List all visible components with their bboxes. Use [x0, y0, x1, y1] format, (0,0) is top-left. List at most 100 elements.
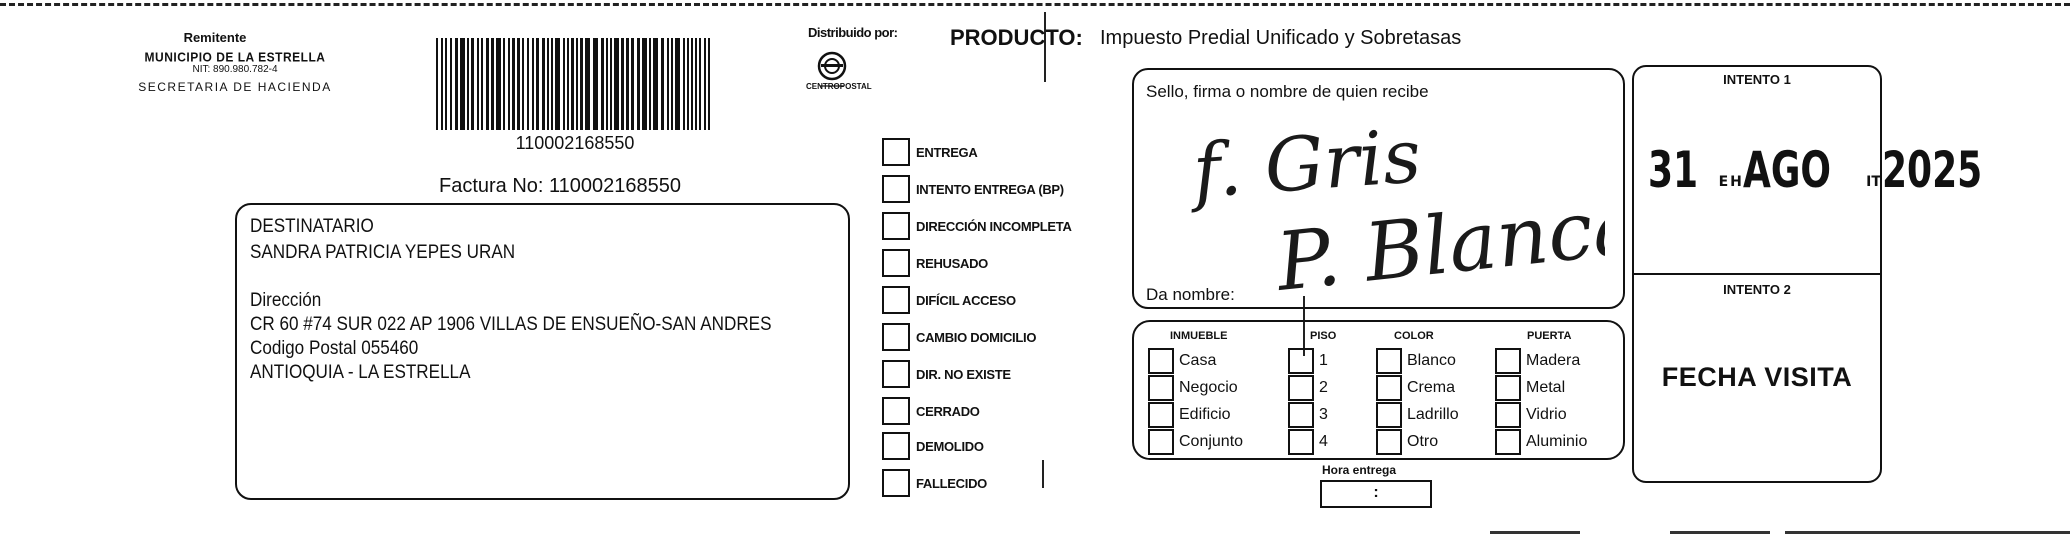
status-label: INTENTO ENTREGA (BP): [916, 181, 1064, 197]
inmueble-option[interactable]: Conjunto: [1148, 429, 1243, 455]
status-label: DIFÍCIL ACCESO: [916, 292, 1016, 308]
recipient-city: ANTIOQUIA - LA ESTRELLA: [250, 362, 471, 383]
attempt-2-label: INTENTO 2: [1723, 282, 1791, 297]
color-option-label: Otro: [1407, 433, 1439, 450]
fold-tick-mark: [1042, 460, 1044, 488]
distributor-label: Distribuido por:: [808, 25, 898, 40]
piso-option[interactable]: 1: [1288, 348, 1328, 374]
status-label: DEMOLIDO: [916, 438, 984, 454]
inmueble-option[interactable]: Casa: [1148, 348, 1216, 374]
piso-checkbox[interactable]: [1288, 375, 1314, 401]
status-checkbox[interactable]: [882, 469, 910, 497]
puerta-checkbox[interactable]: [1495, 348, 1521, 374]
status-entrega[interactable]: ENTREGA: [882, 137, 978, 167]
puerta-heading: PUERTA: [1527, 330, 1572, 342]
delivery-hour-label: Hora entrega: [1322, 463, 1397, 477]
puerta-checkbox[interactable]: [1495, 429, 1521, 455]
color-checkbox[interactable]: [1376, 402, 1402, 428]
status-label: CAMBIO DOMICILIO: [916, 329, 1037, 345]
color-option[interactable]: Blanco: [1376, 348, 1456, 374]
property-box: [1132, 320, 1625, 460]
status-checkbox[interactable]: [882, 212, 910, 240]
product-label: PRODUCTO:: [950, 25, 1083, 50]
inmueble-option-label: Conjunto: [1179, 433, 1244, 450]
sender-label: Remitente: [183, 30, 247, 45]
status-dir-no-existe[interactable]: DIR. NO EXISTE: [882, 359, 1011, 389]
status-checkbox[interactable]: [882, 286, 910, 314]
color-option[interactable]: Ladrillo: [1376, 402, 1459, 428]
inmueble-option[interactable]: Edificio: [1148, 402, 1231, 428]
status-checkbox[interactable]: [882, 249, 910, 277]
puerta-checkbox[interactable]: [1495, 402, 1521, 428]
puerta-option-label: Aluminio: [1526, 433, 1588, 450]
status-cerrado[interactable]: CERRADO: [882, 396, 980, 426]
inmueble-option[interactable]: Negocio: [1148, 375, 1238, 401]
handwritten-signature: f. Gris P. Blanca: [1185, 125, 1605, 305]
piso-checkbox[interactable]: [1288, 402, 1314, 428]
status-checkbox[interactable]: [882, 397, 910, 425]
piso-option[interactable]: 4: [1288, 429, 1328, 455]
piso-option-label: 4: [1319, 433, 1328, 450]
top-cut-line: [0, 3, 2070, 6]
recipient-heading: DESTINATARIO: [250, 216, 374, 237]
puerta-checkbox[interactable]: [1495, 375, 1521, 401]
recipient-box: [235, 203, 850, 500]
color-option[interactable]: Crema: [1376, 375, 1455, 401]
piso-option-label: 3: [1319, 406, 1328, 423]
color-checkbox[interactable]: [1376, 375, 1402, 401]
signature-box[interactable]: [1132, 68, 1625, 309]
inmueble-checkbox[interactable]: [1148, 402, 1174, 428]
puerta-option-label: Metal: [1526, 379, 1566, 396]
puerta-option[interactable]: Madera: [1495, 348, 1580, 374]
distributor-name: CENTROPOSTAL: [806, 82, 872, 91]
inmueble-option-label: Edificio: [1179, 406, 1231, 423]
status-cambio-domicilio[interactable]: CAMBIO DOMICILIO: [882, 322, 1036, 352]
status-dificil-acceso[interactable]: DIFÍCIL ACCESO: [882, 285, 1016, 315]
puerta-option-label: Madera: [1526, 352, 1581, 369]
status-label: REHUSADO: [916, 255, 988, 271]
delivery-hour-field[interactable]: :: [1320, 480, 1432, 508]
recipient-postal-code: Codigo Postal 055460: [250, 338, 419, 359]
piso-option[interactable]: 2: [1288, 375, 1328, 401]
date-stamp: 31 E H AGO IT 2025: [1648, 135, 2021, 195]
status-label: ENTREGA: [916, 144, 978, 160]
barcode-number: 110002168550: [515, 133, 635, 153]
puerta-option[interactable]: Metal: [1495, 375, 1565, 401]
inmueble-checkbox[interactable]: [1148, 348, 1174, 374]
signature-label: Sello, firma o nombre de quien recibe: [1146, 82, 1429, 101]
status-rehusado[interactable]: REHUSADO: [882, 248, 988, 278]
puerta-option[interactable]: Aluminio: [1495, 429, 1587, 455]
inmueble-checkbox[interactable]: [1148, 375, 1174, 401]
visit-date-label: FECHA VISITA: [1661, 362, 1853, 392]
status-checkbox[interactable]: [882, 432, 910, 460]
inmueble-checkbox[interactable]: [1148, 429, 1174, 455]
piso-checkbox[interactable]: [1288, 348, 1314, 374]
attempts-box: [1632, 65, 1882, 483]
status-label: DIR. NO EXISTE: [916, 366, 1011, 382]
status-checkbox[interactable]: [882, 175, 910, 203]
color-option-label: Blanco: [1407, 352, 1456, 369]
inmueble-option-label: Negocio: [1179, 379, 1238, 396]
status-direccion-incompleta[interactable]: DIRECCIÓN INCOMPLETA: [882, 211, 1072, 241]
piso-option-label: 2: [1319, 379, 1328, 396]
piso-option[interactable]: 3: [1288, 402, 1328, 428]
status-intento-entrega[interactable]: INTENTO ENTREGA (BP): [882, 174, 1064, 204]
address-label: Dirección: [250, 290, 322, 311]
stamp-small-text: H: [1730, 174, 1742, 190]
puerta-option[interactable]: Vidrio: [1495, 402, 1567, 428]
product-value: Impuesto Predial Unificado y Sobretasas: [1100, 27, 1462, 49]
status-label: DIRECCIÓN INCOMPLETA: [916, 218, 1072, 234]
piso-checkbox[interactable]: [1288, 429, 1314, 455]
status-checkbox[interactable]: [882, 360, 910, 388]
status-checkbox[interactable]: [882, 138, 910, 166]
color-checkbox[interactable]: [1376, 429, 1402, 455]
color-checkbox[interactable]: [1376, 348, 1402, 374]
sender-department: SECRETARIA DE HACIENDA: [138, 80, 332, 94]
color-option[interactable]: Otro: [1376, 429, 1438, 455]
piso-option-label: 1: [1319, 352, 1328, 369]
status-fallecido[interactable]: FALLECIDO: [882, 468, 987, 498]
inmueble-option-label: Casa: [1179, 352, 1217, 369]
status-checkbox[interactable]: [882, 323, 910, 351]
status-demolido[interactable]: DEMOLIDO: [882, 431, 984, 461]
status-label: CERRADO: [916, 403, 980, 419]
